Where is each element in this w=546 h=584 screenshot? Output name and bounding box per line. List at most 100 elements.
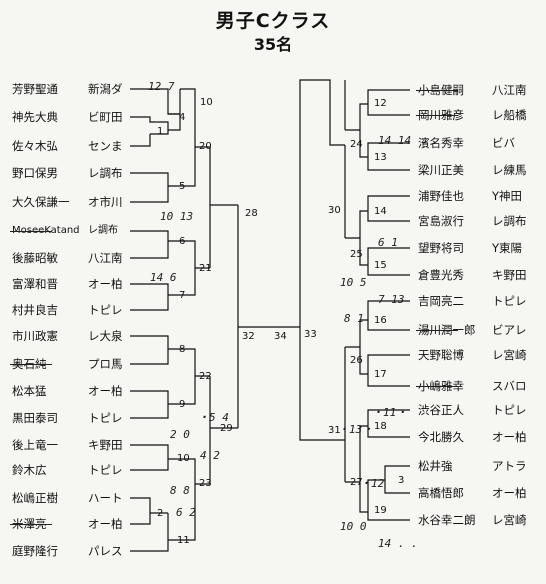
player-name: 野口保男 bbox=[12, 166, 58, 180]
bracket-line bbox=[130, 390, 180, 419]
player-club: ハート bbox=[88, 491, 123, 505]
player-name: 渋谷正人 bbox=[418, 403, 464, 417]
player-name: 神先大典 bbox=[12, 110, 58, 124]
handwritten-score: 10 13 bbox=[160, 210, 194, 223]
match-number: 18 bbox=[374, 421, 387, 432]
player-club: レ船橋 bbox=[492, 108, 527, 122]
player-club: 八江南 bbox=[88, 251, 123, 265]
match-number: 19 bbox=[374, 505, 387, 516]
player-club: パレス bbox=[88, 544, 123, 558]
bracket-line bbox=[130, 172, 180, 203]
bracket-line bbox=[168, 89, 181, 131]
match-number: 6 bbox=[179, 236, 186, 247]
player-name: 岡川雅彦 bbox=[418, 108, 464, 122]
bracket-line bbox=[367, 142, 410, 171]
bracket-line bbox=[130, 116, 169, 135]
player-name: 鈴木広 bbox=[12, 463, 47, 477]
match-number: 21 bbox=[199, 263, 212, 274]
handwritten-score: 4 2 bbox=[200, 449, 220, 462]
participant-count: 35名 bbox=[253, 35, 293, 54]
match-number: 17 bbox=[374, 369, 387, 380]
player-club: キ野田 bbox=[88, 438, 123, 452]
bracket-line bbox=[345, 103, 368, 158]
match-number: 24 bbox=[350, 139, 363, 150]
bracket-line bbox=[130, 335, 180, 365]
match-number: 34 bbox=[274, 331, 287, 342]
match-number: 10 bbox=[200, 97, 213, 108]
handwritten-score: 14 . . bbox=[378, 537, 418, 550]
match-number: 22 bbox=[199, 371, 212, 382]
player-club: トピレ bbox=[88, 303, 123, 317]
player-club: ビアレ bbox=[492, 323, 527, 337]
bracket-line bbox=[180, 458, 210, 541]
page-title: 男子Cクラス bbox=[215, 10, 331, 32]
player-name: MoseeKatand bbox=[12, 225, 80, 236]
player-name: 佐々木弘 bbox=[12, 139, 58, 153]
player-name: 松嶋正樹 bbox=[12, 491, 58, 505]
bracket-line bbox=[209, 376, 238, 484]
bracket-line bbox=[299, 79, 345, 327]
match-number: 12 bbox=[374, 98, 387, 109]
player-name: 宮島淑行 bbox=[418, 214, 464, 228]
player-club: オ市川 bbox=[88, 195, 123, 209]
player-name: 濱名秀幸 bbox=[418, 136, 464, 150]
player-club: キ野田 bbox=[492, 268, 527, 282]
match-number: 14 bbox=[374, 206, 387, 217]
match-number: 25 bbox=[350, 249, 363, 260]
bracket-line bbox=[130, 283, 180, 311]
player-name: 市川政憲 bbox=[12, 329, 58, 343]
player-club: トピレ bbox=[492, 294, 527, 308]
player-club: センま bbox=[88, 139, 123, 153]
player-name: 小島健嗣 bbox=[418, 83, 464, 97]
bracket-line bbox=[345, 425, 368, 513]
match-number: 9 bbox=[179, 399, 186, 410]
match-number: 23 bbox=[199, 478, 212, 489]
handwritten-score: 10 5 bbox=[340, 276, 367, 289]
handwritten-score: 14 14 bbox=[378, 134, 412, 147]
bracket-line bbox=[367, 465, 410, 521]
bracket-line bbox=[180, 240, 210, 296]
bracket-line bbox=[367, 89, 410, 116]
player-club: オー柏 bbox=[88, 384, 123, 398]
bracket-line bbox=[130, 230, 180, 259]
match-number: 26 bbox=[350, 355, 363, 366]
handwritten-score: 10 0 bbox=[340, 520, 367, 533]
player-name: 高橋悟郎 bbox=[418, 486, 464, 500]
match-number: 16 bbox=[374, 315, 387, 326]
player-club: オー柏 bbox=[492, 486, 527, 500]
player-name: 湯川潤一郎 bbox=[418, 323, 476, 337]
handwritten-score: 8 1 bbox=[344, 312, 364, 325]
match-number: 32 bbox=[242, 331, 255, 342]
player-club: トピレ bbox=[88, 463, 123, 477]
player-club: オー柏 bbox=[88, 277, 123, 291]
player-name: 芳野聖通 bbox=[12, 82, 58, 96]
bracket-line bbox=[130, 444, 180, 471]
handwritten-score: 7 13 bbox=[378, 293, 405, 306]
bracket-line bbox=[367, 195, 410, 222]
player-name: 庭野隆行 bbox=[12, 544, 58, 558]
bracket-line bbox=[367, 409, 410, 438]
handwritten-score: ・5 4 bbox=[198, 411, 229, 424]
match-number: 30 bbox=[328, 205, 341, 216]
player-club: レ調布 bbox=[88, 225, 118, 236]
player-club: 新潟ダ bbox=[88, 82, 123, 96]
player-name: 松本猛 bbox=[12, 384, 47, 398]
player-club: トピレ bbox=[88, 411, 123, 425]
player-club: レ調布 bbox=[492, 214, 527, 228]
match-number: 2 bbox=[157, 508, 164, 519]
bracket-line bbox=[345, 210, 368, 266]
player-club: Y東陽 bbox=[492, 241, 523, 255]
player-club: レ練馬 bbox=[492, 163, 527, 177]
match-number: 29 bbox=[220, 423, 233, 434]
player-club: プロ馬 bbox=[88, 357, 123, 371]
bracket-line bbox=[367, 247, 410, 276]
player-club: ビバ bbox=[492, 136, 515, 150]
handwritten-score: 14 6 bbox=[150, 271, 177, 284]
player-club: Y神田 bbox=[492, 189, 523, 203]
match-number: 28 bbox=[245, 208, 258, 219]
match-number: 27 bbox=[350, 477, 363, 488]
player-name: 水谷幸二朗 bbox=[418, 513, 476, 527]
player-name: 後上竜一 bbox=[12, 438, 58, 452]
player-club: オー柏 bbox=[88, 517, 123, 531]
